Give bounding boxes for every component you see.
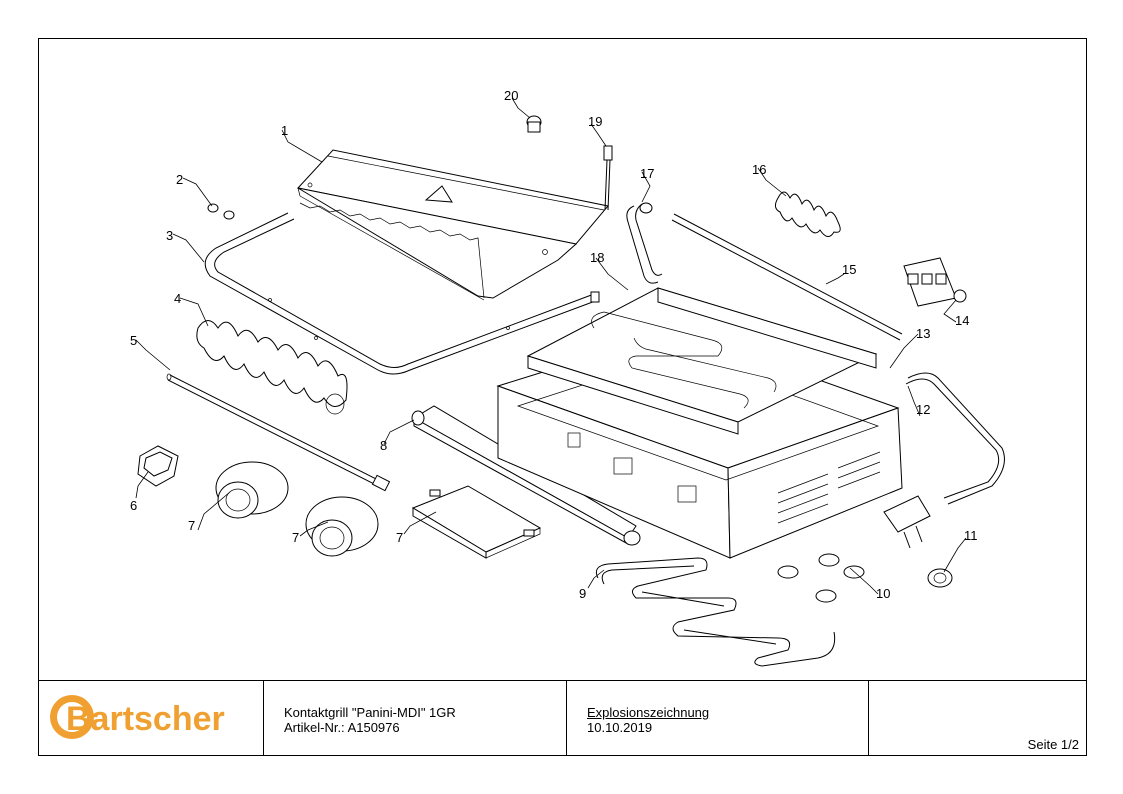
callout-4: 4 [174,291,181,306]
callout-14: 14 [955,313,969,328]
part-2-screw [207,203,235,220]
product-name: Kontaktgrill "Panini-MDI" 1GR [284,705,456,720]
callout-labels: 1 2 3 4 5 6 7 7 7 8 9 10 11 12 13 14 15 … [130,88,978,601]
callout-8: 8 [380,438,387,453]
part-20-thermostat [526,115,542,133]
callout-19: 19 [588,114,602,129]
logo-wordmark: Bartscher [66,700,225,738]
title-block-logo-cell: Bartscher [38,681,264,755]
page-number: Seite 1/2 [1027,737,1079,752]
title-block-document-cell: Explosionszeichnung 10.10.2019 [567,681,869,755]
title-block: Bartscher Kontaktgrill "Panini-MDI" 1GR … [38,680,1087,756]
title-block-product-cell: Kontaktgrill "Panini-MDI" 1GR Artikel-Nr… [264,681,567,755]
callout-17: 17 [640,166,654,181]
part-16-spring [774,191,841,237]
part-17-hinge-tube [626,202,663,284]
callout-1: 1 [281,123,288,138]
part-9-heating-element [595,557,836,667]
article-number: Artikel-Nr.: A150976 [284,720,400,735]
part-14-terminal-block [903,257,967,307]
callout-2: 2 [176,172,183,187]
callout-3: 3 [166,228,173,243]
part-19-probe [603,145,613,211]
part-7-knobs [215,461,542,559]
callout-6: 6 [130,498,137,513]
part-10-feet [777,553,865,603]
callout-leaders [135,97,967,595]
document-date: 10.10.2019 [587,720,653,735]
part-5-hinge-rod [166,373,391,492]
part-1-upper-lid [297,149,609,301]
part-6-rocker-switch [137,445,179,487]
document-type: Explosionszeichnung [587,705,710,720]
callout-16: 16 [752,162,766,177]
title-block-page-cell: Seite 1/2 [869,681,1087,755]
part-15-rod [671,213,903,341]
part-3-handle-frame [204,212,600,375]
callout-10: 10 [876,586,890,601]
part-12-power-cable [883,372,1005,549]
callout-18: 18 [590,250,604,265]
callout-9: 9 [579,586,586,601]
callout-7-b: 7 [292,530,299,545]
drawing-sheet-frame [38,38,1087,756]
part-4-spring [196,320,348,415]
part-8-side-rail [411,405,641,546]
callout-13: 13 [916,326,930,341]
callout-12: 12 [916,402,930,417]
exploded-view-drawing: 1 2 3 4 5 6 7 7 7 8 9 10 11 12 13 14 15 … [130,88,1005,667]
callout-7-c: 7 [396,530,403,545]
part-11-strain-relief [927,568,953,588]
callout-15: 15 [842,262,856,277]
bartscher-logo: Bartscher [50,695,225,739]
callout-11: 11 [964,528,978,543]
callout-5: 5 [130,333,137,348]
callout-20: 20 [504,88,518,103]
callout-7-a: 7 [188,518,195,533]
part-18-upper-grill-plate [526,287,878,435]
